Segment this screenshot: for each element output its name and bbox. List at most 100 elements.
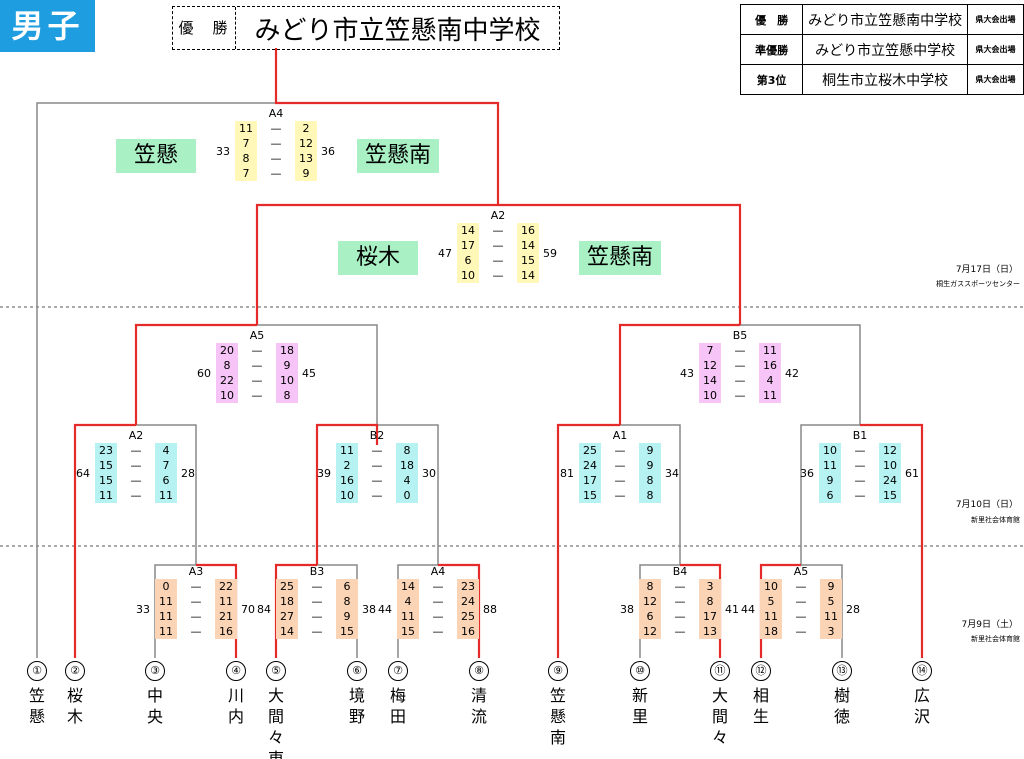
dash: — xyxy=(270,167,282,180)
match-label: A5 xyxy=(249,329,265,342)
team-name: 樹徳 xyxy=(833,686,850,726)
period-score: 3 xyxy=(827,625,835,638)
left-total: 81 xyxy=(560,467,574,480)
period-score: 16 xyxy=(461,625,475,638)
dash: — xyxy=(795,625,807,638)
score-dashes: ———— xyxy=(492,223,504,283)
team-name: 笠懸南 xyxy=(549,686,566,747)
result-rank: 準優勝 xyxy=(739,34,804,65)
final-left-team: 笠懸 xyxy=(116,139,196,173)
period-score: 12 xyxy=(643,625,657,638)
period-score: 10 xyxy=(764,580,778,593)
match-label: B1 xyxy=(852,429,868,442)
period-score: 10 xyxy=(883,459,897,472)
period-score: 8 xyxy=(343,595,351,608)
match-label: A5 xyxy=(793,565,809,578)
period-score: 7 xyxy=(242,167,250,180)
result-note: 県大会出場 xyxy=(966,34,1024,65)
right-total: 41 xyxy=(725,603,739,616)
team-name: 川内 xyxy=(227,686,244,726)
match-label: A1 xyxy=(612,429,628,442)
right-total: 42 xyxy=(785,367,799,380)
period-score: 18 xyxy=(280,595,294,608)
left-total: 39 xyxy=(317,467,331,480)
score-dashes: ———— xyxy=(674,579,686,639)
score-dashes: ———— xyxy=(854,443,866,503)
match-label: B2 xyxy=(369,429,385,442)
left-total: 64 xyxy=(76,467,90,480)
period-score: 15 xyxy=(99,474,113,487)
dash: — xyxy=(371,489,383,502)
results-row: 準優勝 みどり市立笠懸中学校 県大会出場 xyxy=(739,34,1024,65)
team-name: 新里 xyxy=(631,686,648,726)
match-label: B5 xyxy=(732,329,748,342)
results-row: 第3位 桐生市立桜木中学校 県大会出場 xyxy=(739,64,1024,95)
dash: — xyxy=(492,239,504,252)
dash: — xyxy=(371,459,383,472)
dash: — xyxy=(674,595,686,608)
period-score: 11 xyxy=(823,459,837,472)
team-name: 広沢 xyxy=(913,686,930,726)
left-total: 36 xyxy=(800,467,814,480)
dash: — xyxy=(795,580,807,593)
match-label: A2 xyxy=(490,209,506,222)
team-number: ⑬ xyxy=(832,661,852,681)
team-name: 梅田 xyxy=(389,686,406,726)
match-label: A2 xyxy=(128,429,144,442)
dash: — xyxy=(674,610,686,623)
right-total: 36 xyxy=(321,145,335,158)
match-label: A4 xyxy=(430,565,446,578)
period-score: 16 xyxy=(219,625,233,638)
left-total: 44 xyxy=(741,603,755,616)
dash: — xyxy=(311,625,323,638)
match-label: B3 xyxy=(309,565,325,578)
period-score: 17 xyxy=(703,610,717,623)
final-right-team: 笠懸南 xyxy=(357,139,439,173)
dash: — xyxy=(190,580,202,593)
period-score: 15 xyxy=(401,625,415,638)
dash: — xyxy=(311,580,323,593)
score-dashes: ———— xyxy=(371,443,383,503)
period-score: 7 xyxy=(162,459,170,472)
team-name: 清流 xyxy=(470,686,487,726)
period-score: 16 xyxy=(763,359,777,372)
period-score: 11 xyxy=(764,610,778,623)
period-score: 6 xyxy=(343,580,351,593)
period-score: 11 xyxy=(159,610,173,623)
dash: — xyxy=(130,459,142,472)
dash: — xyxy=(492,224,504,237)
results-row: 優 勝 みどり市立笠懸南中学校 県大会出場 xyxy=(739,4,1024,35)
period-score: 9 xyxy=(343,610,351,623)
dash: — xyxy=(614,444,626,457)
period-score: 11 xyxy=(763,344,777,357)
period-score: 22 xyxy=(219,580,233,593)
period-score: 11 xyxy=(401,610,415,623)
period-score: 10 xyxy=(220,389,234,402)
team-number: ⑫ xyxy=(751,661,771,681)
period-score: 11 xyxy=(159,595,173,608)
dash: — xyxy=(795,610,807,623)
period-score: 18 xyxy=(400,459,414,472)
team-name: 大間々 xyxy=(711,686,728,747)
dash: — xyxy=(854,459,866,472)
bracket-line-loser xyxy=(36,102,276,658)
period-score: 11 xyxy=(763,389,777,402)
period-score: 9 xyxy=(302,167,310,180)
match-label: A3 xyxy=(188,565,204,578)
dash: — xyxy=(432,610,444,623)
result-rank: 優 勝 xyxy=(739,4,804,35)
period-score: 13 xyxy=(299,152,313,165)
period-score: 15 xyxy=(583,489,597,502)
period-score: 2 xyxy=(302,122,310,135)
team-number: ⑤ xyxy=(266,661,286,681)
dash: — xyxy=(251,389,263,402)
dash: — xyxy=(734,344,746,357)
